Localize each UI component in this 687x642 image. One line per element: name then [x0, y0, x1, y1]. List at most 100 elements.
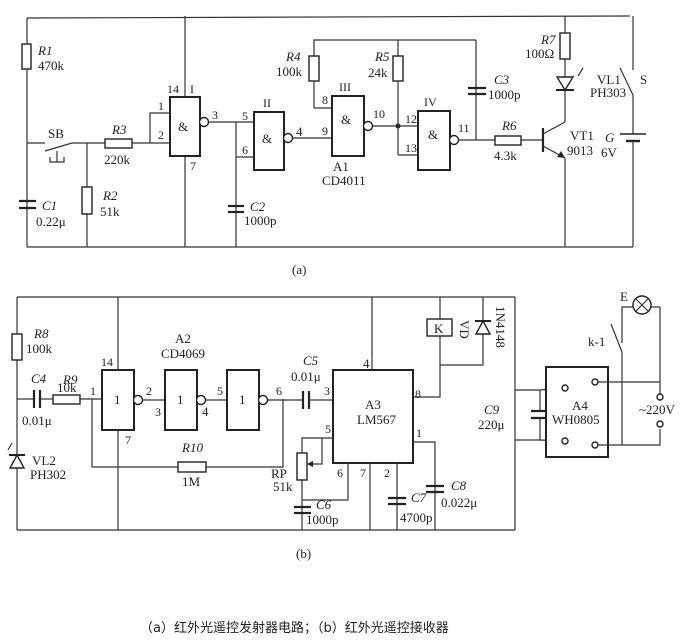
b-pin-6-label: 6 — [276, 384, 282, 398]
inv1-bubble — [132, 394, 144, 406]
a4-terminal-1 — [561, 384, 569, 392]
inv2-bubble — [195, 394, 207, 406]
wire-rp-pin6 — [301, 463, 349, 501]
inverter-gate-2 — [164, 369, 198, 431]
resistor-r8 — [11, 333, 23, 361]
wire-top-rail-a — [26, 15, 631, 19]
r8-value: 100k — [26, 341, 53, 356]
nand-gate-2 — [253, 111, 285, 171]
switch-sb — [44, 142, 73, 152]
resistor-r4 — [308, 55, 320, 82]
light-arrow-icon — [7, 442, 13, 451]
subtitle-a: (a) — [292, 262, 306, 277]
transistor-vt1-collector — [542, 121, 566, 135]
vt1-part: 9013 — [567, 143, 593, 158]
gate2-symbol: & — [262, 131, 272, 146]
chip-a3-name: A3 — [365, 397, 381, 412]
r1-value: 470k — [38, 58, 65, 73]
c8-value: 0.022μ — [441, 495, 477, 510]
mains-terminal-1 — [656, 393, 664, 401]
pin-14-label: 14 — [167, 82, 179, 96]
chip-a1-part: CD4011 — [322, 173, 366, 188]
mains-label: ~220V — [639, 402, 676, 417]
a4-terminal-4 — [591, 441, 599, 449]
inv1-symbol: 1 — [114, 392, 121, 407]
pin-7-label: 7 — [190, 159, 196, 173]
k1-label: k-1 — [588, 334, 605, 349]
c1-value: 0.22μ — [36, 214, 66, 229]
inv3-symbol: 1 — [239, 392, 246, 407]
resistor-r1 — [21, 43, 32, 70]
resistor-r2 — [81, 186, 93, 215]
nand-gate-3 — [331, 95, 365, 157]
wire-pin1-c8 — [413, 441, 436, 530]
a3-pin-7-label: 7 — [360, 466, 366, 480]
r1-label: R1 — [37, 43, 52, 58]
c2-label: C2 — [250, 199, 266, 214]
wire-pin8-relay — [413, 297, 441, 398]
chip-a2-part: CD4069 — [161, 346, 205, 361]
pin-10-label: 10 — [373, 107, 385, 121]
pin-1-label: 1 — [158, 99, 164, 113]
c7-value: 4700p — [400, 510, 433, 525]
gate3-symbol: & — [341, 112, 351, 127]
b-pin-7-label: 7 — [125, 433, 131, 447]
a3-pin-5-label: 5 — [325, 422, 331, 436]
a3-pin-3-label: 3 — [324, 384, 330, 398]
vl2-part: PH302 — [30, 467, 66, 482]
subtitle-b: (b) — [296, 546, 311, 561]
b-pin-3-label: 3 — [155, 405, 161, 419]
c7-label: C7 — [411, 490, 427, 505]
inv2-symbol: 1 — [177, 392, 184, 407]
vl1-part: PH303 — [590, 85, 626, 100]
gate4-bubble — [448, 134, 460, 146]
a4-terminal-2 — [561, 437, 569, 445]
resistor-r6 — [494, 135, 522, 146]
resistor-r5 — [392, 55, 404, 82]
gate-iv-label: IV — [424, 95, 437, 109]
r2-value: 51k — [100, 204, 120, 219]
relay-k — [426, 318, 453, 337]
r7-label: R7 — [540, 32, 556, 47]
c1-label: C1 — [42, 198, 57, 213]
switch-s-label: S — [640, 72, 647, 87]
vd-label: VD — [457, 320, 472, 339]
r2-label: R2 — [102, 188, 118, 203]
rp-value: 51k — [273, 479, 293, 494]
r3-label: R3 — [111, 122, 127, 137]
pin-5-label: 5 — [242, 109, 248, 123]
c9-label: C9 — [484, 402, 500, 417]
a3-pin-4-label: 4 — [363, 356, 370, 371]
gate2-bubble — [282, 132, 294, 144]
chip-a4-name: A4 — [572, 398, 588, 413]
lamp-label: E — [620, 289, 628, 304]
pin-9-label: 9 — [322, 124, 328, 138]
pin-4-label: 4 — [296, 124, 303, 139]
diode-vd-icon — [474, 319, 492, 335]
r4-value: 100k — [276, 64, 303, 79]
c2-value: 1000p — [244, 213, 277, 228]
gate-ii-label: II — [263, 96, 271, 110]
figure-caption: （a）红外光遥控发射器电路；（b）红外光遥控接收器 — [140, 620, 449, 636]
vt1-name: VT1 — [570, 128, 594, 143]
b-pin-5-label: 5 — [217, 384, 223, 398]
chip-a2-name: A2 — [175, 331, 191, 346]
a4-terminal-3 — [591, 378, 599, 386]
resistor-r10 — [177, 461, 207, 473]
chip-a3-part: LM567 — [357, 412, 397, 427]
gate1-bubble — [198, 116, 210, 128]
c5-value: 0.01μ — [291, 369, 321, 384]
sb-label: SB — [48, 126, 64, 141]
potentiometer-rp — [296, 452, 308, 481]
r10-value: 1M — [182, 474, 201, 489]
r6-label: R6 — [501, 118, 517, 133]
wire-r10-right — [206, 399, 284, 468]
b-pin-4-label: 4 — [202, 404, 209, 419]
chip-a4-part: WH0805 — [552, 412, 600, 427]
wire-rp-wiper — [310, 438, 323, 465]
wire-feedback-top — [313, 39, 476, 108]
pin-3-label: 3 — [212, 108, 218, 122]
decoder-a3 — [332, 369, 414, 464]
pin-8-label: 8 — [322, 93, 328, 107]
